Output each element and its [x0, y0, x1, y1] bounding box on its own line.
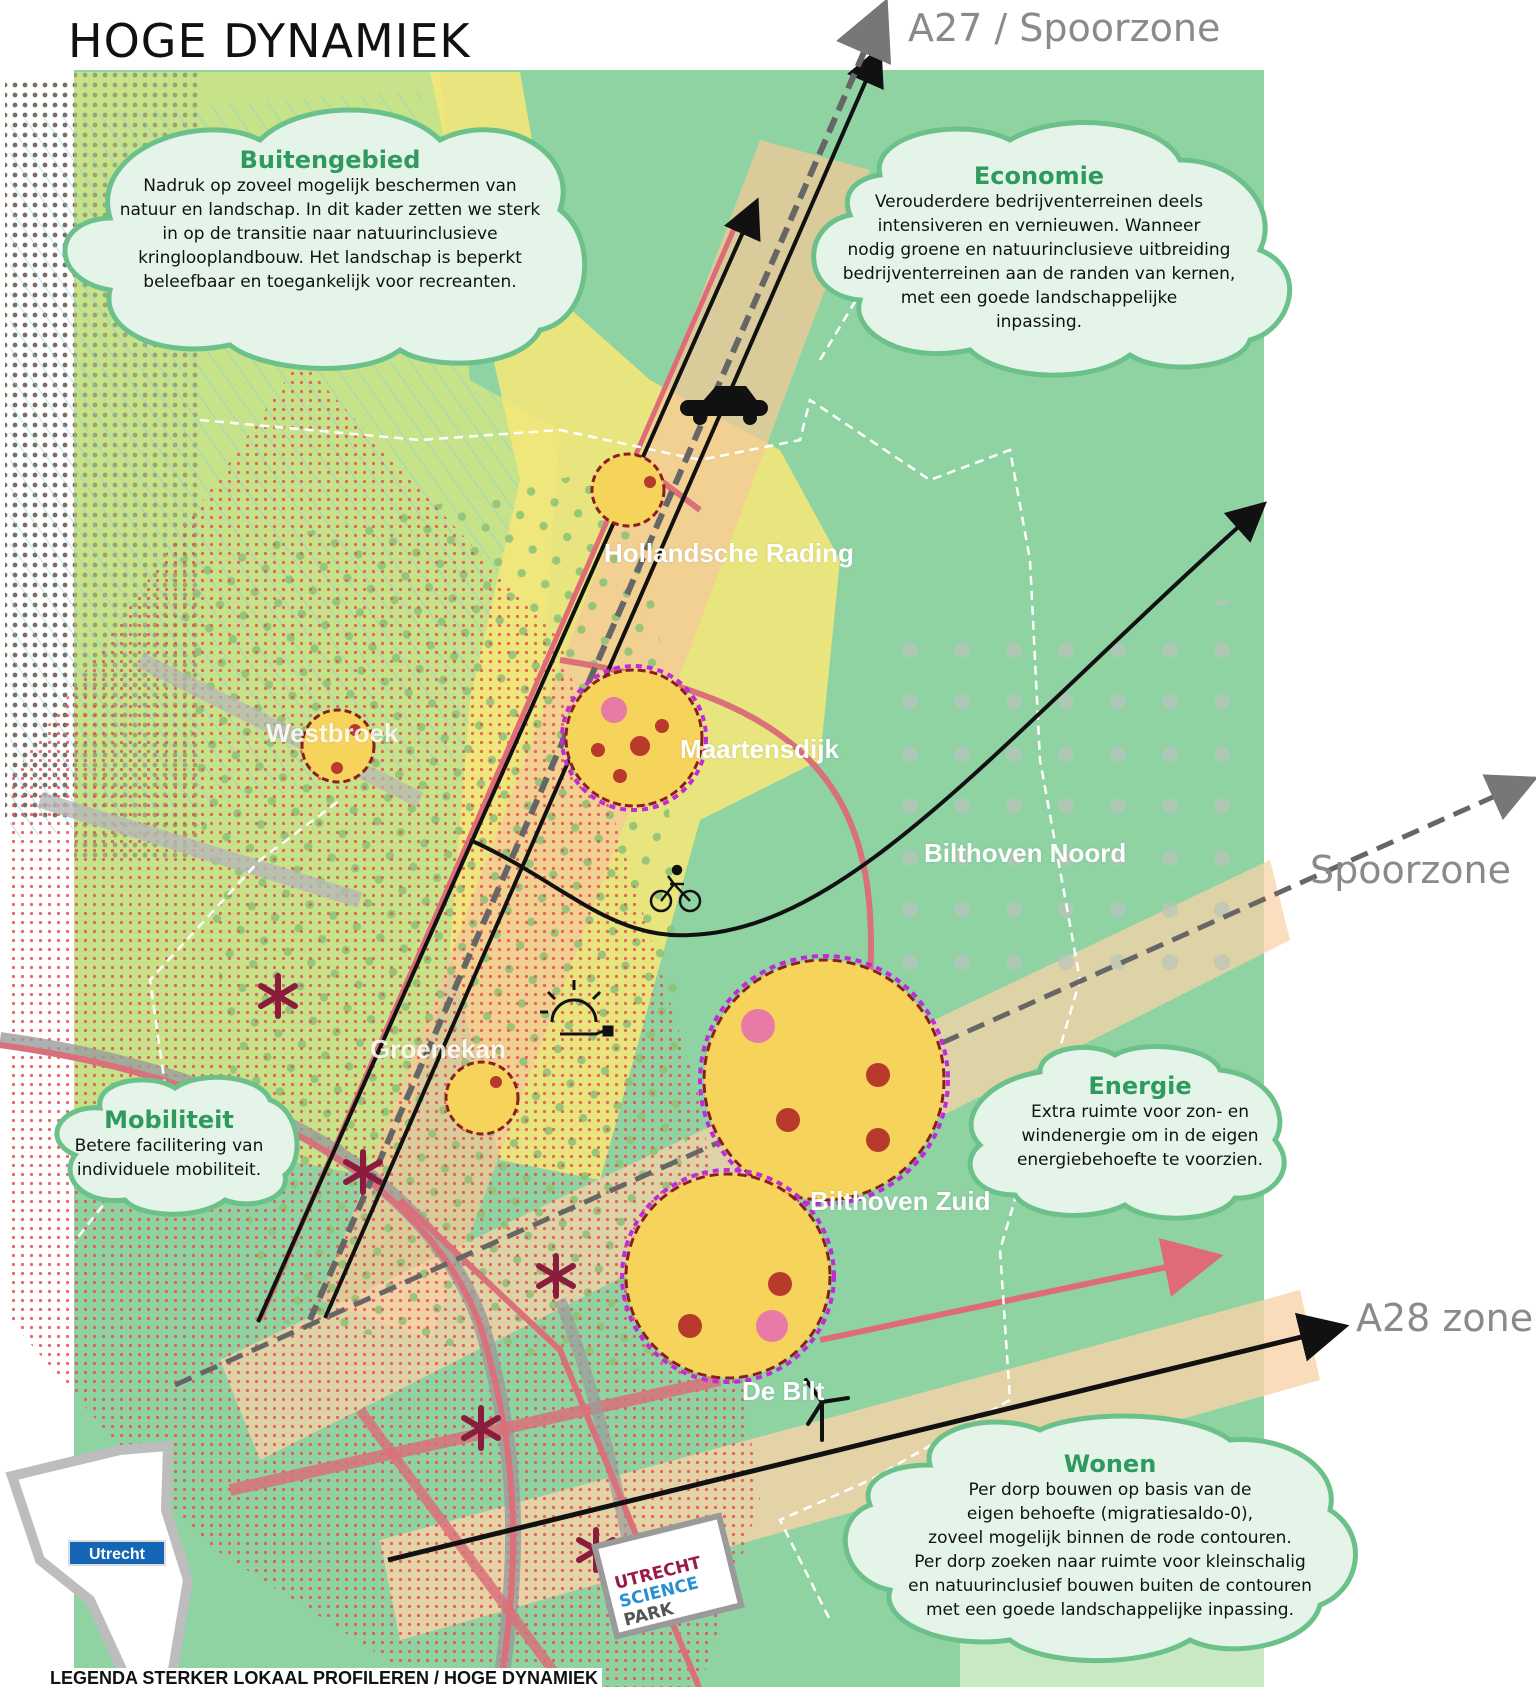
- asterisk-icon: [461, 1405, 501, 1451]
- cloud-wonen-line: zoveel mogelijk binnen de rode contouren…: [928, 1528, 1292, 1548]
- cloud-mobiliteit-title: Mobiliteit: [104, 1106, 234, 1134]
- cloud-economie-line: met een goede landschappelijke: [900, 288, 1178, 308]
- cloud-energie-line: windenergie om in de eigen: [1021, 1126, 1259, 1146]
- cloud-wonen-line: Per dorp zoeken naar ruimte voor kleinsc…: [914, 1552, 1306, 1572]
- route-label-a27: A27 / Spoorzone: [908, 6, 1221, 50]
- cloud-economie-line: inpassing.: [995, 312, 1083, 332]
- cloud-economie-text: Economie Verouderdere bedrijventerreinen…: [834, 162, 1244, 334]
- grey-dot-field: [900, 600, 1240, 990]
- cloud-wonen-title: Wonen: [1063, 1450, 1157, 1478]
- cloud-buitengebied-line: natuur en landschap. In dit kader zetten…: [119, 200, 541, 220]
- road-south: [355, 1407, 565, 1683]
- cloud-economie: [811, 120, 1292, 378]
- kern-hollandsche-rading: [590, 452, 666, 528]
- cloud-energie-text: Energie Extra ruimte voor zon- en winden…: [1000, 1072, 1280, 1172]
- asterisk-icon: [343, 1149, 383, 1195]
- place-maartensdijk: Maartensdijk: [680, 734, 839, 764]
- cloud-economie-line: nodig groene en natuurinclusieve uitbrei…: [847, 240, 1231, 260]
- place-bilthoven-zuid: Bilthoven Zuid: [810, 1186, 991, 1216]
- cloud-buitengebied-text: Buitengebied Nadruk op zoveel mogelijk b…: [80, 146, 580, 294]
- municipal-border-north: [818, 208, 961, 361]
- wind-turbine-icon: [804, 1378, 850, 1442]
- road-hollandsche-rading: [658, 477, 702, 513]
- pink-arrow-east: [819, 1238, 1224, 1343]
- bicycle-icon: [649, 864, 702, 913]
- cloud-wonen-line: eigen behoefte (migratiesaldo-0),: [966, 1504, 1254, 1524]
- science-park-sign: [591, 1512, 745, 1640]
- place-bilthoven-noord: Bilthoven Noord: [924, 838, 1127, 868]
- road-west: [37, 792, 363, 908]
- kern-maartensdijk: [560, 664, 708, 812]
- place-de-bilt: De Bilt: [742, 1376, 825, 1406]
- car-icon: [680, 386, 768, 425]
- place-westbroek: Westbroek: [266, 718, 399, 748]
- kern-bilthoven: [698, 954, 950, 1206]
- road-westbroek: [136, 652, 424, 808]
- page-title: HOGE DYNAMIEK: [68, 14, 471, 68]
- cloud-mobiliteit: [54, 1074, 300, 1217]
- cloud-mobiliteit-line: individuele mobiliteit.: [76, 1160, 262, 1180]
- cloud-energie-line: energiebehoefte te voorzien.: [1016, 1150, 1264, 1170]
- solar-plug-icon: [540, 980, 614, 1037]
- kern-westbroek: [300, 708, 376, 784]
- route-label-spoorzone: Spoorzone: [1310, 848, 1512, 892]
- place-groenekan: Groenekan: [370, 1034, 506, 1064]
- municipal-border-west: [59, 799, 341, 1261]
- kern-de-bilt: [620, 1168, 836, 1384]
- place-hollandsche-rading: Hollandsche Rading: [604, 538, 854, 568]
- cloud-mobiliteit-text: Mobiliteit Betere facilitering van indiv…: [64, 1106, 274, 1182]
- cloud-energie-line: Extra ruimte voor zon- en: [1031, 1102, 1249, 1122]
- cloud-economie-line: bedrijventerreinen aan de randen van ker…: [842, 264, 1236, 284]
- cloud-buitengebied-line: Nadruk op zoveel mogelijk beschermen van: [143, 176, 517, 196]
- cloud-wonen-text: Wonen Per dorp bouwen op basis van de ei…: [880, 1450, 1340, 1622]
- railway-dashed: [307, 0, 892, 1322]
- bicycle-route: [469, 501, 1267, 938]
- asterisk-icon: [258, 973, 298, 1019]
- cloud-buitengebied-line: in op de transitie naar natuurinclusieve: [162, 224, 498, 244]
- cloud-wonen: [842, 1413, 1358, 1664]
- cloud-economie-line: Verouderdere bedrijventerreinen deels: [874, 192, 1204, 212]
- cloud-economie-title: Economie: [973, 162, 1105, 190]
- cloud-buitengebied-line: beleefbaar en toegankelijk voor recreant…: [143, 272, 517, 292]
- cloud-energie-title: Energie: [1088, 1072, 1192, 1100]
- cloud-buitengebied: [62, 107, 588, 371]
- kern-groenekan: [444, 1060, 520, 1136]
- cloud-energie: [967, 1044, 1287, 1221]
- a28-line: [387, 1312, 1350, 1563]
- cloud-wonen-line: en natuurinclusief bouwen buiten de cont…: [908, 1576, 1312, 1596]
- cloud-economie-line: intensiveren en vernieuwen. Wanneer: [877, 216, 1201, 236]
- a27-line-west: [256, 197, 761, 1323]
- cloud-wonen-line: met een goede landschappelijke inpassing…: [925, 1600, 1294, 1620]
- cloud-wonen-line: Per dorp bouwen op basis van de: [968, 1480, 1252, 1500]
- cloud-buitengebied-title: Buitengebied: [239, 146, 421, 174]
- route-label-a28: A28 zone: [1356, 1296, 1534, 1340]
- utrecht-inset-outline: [5, 1440, 194, 1687]
- asterisk-icon: [536, 1253, 576, 1299]
- legend-caption: LEGENDA STERKER LOKAAL PROFILEREN / HOGE…: [46, 1668, 603, 1689]
- utrecht-sign: Utrecht: [68, 1540, 166, 1566]
- cloud-mobiliteit-line: Betere facilitering van: [74, 1136, 264, 1156]
- cloud-buitengebied-line: kringlooplandbouw. Het landschap is bepe…: [138, 248, 522, 268]
